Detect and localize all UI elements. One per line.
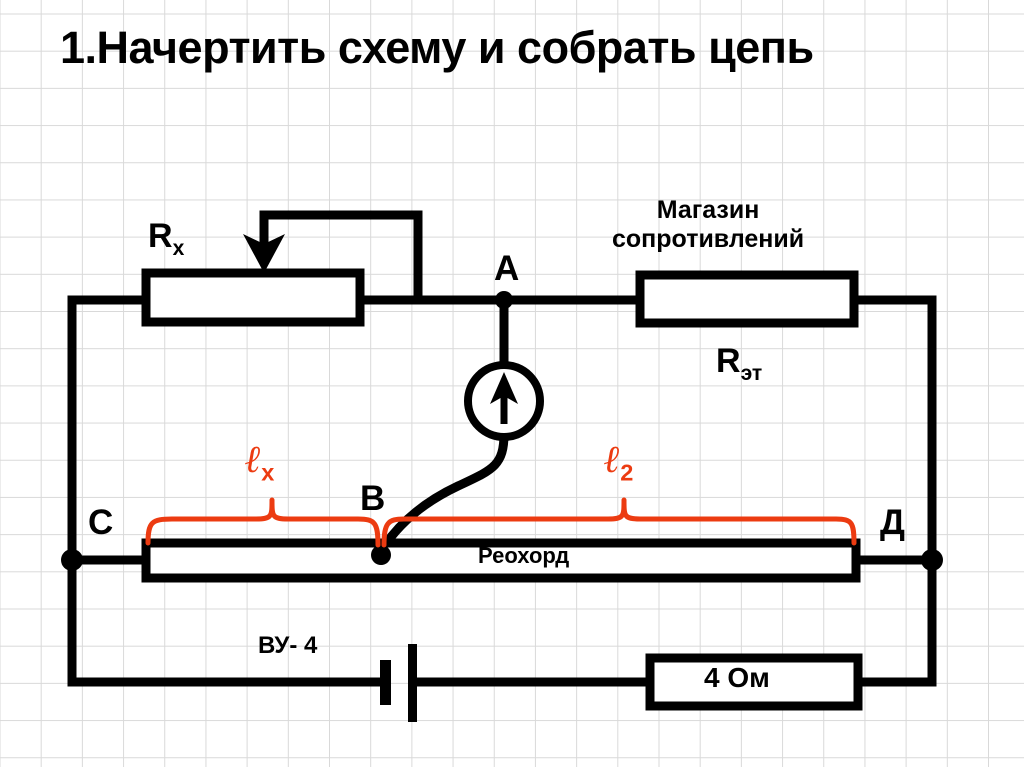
rx-label: Rx [148, 217, 185, 260]
brace-l2 [381, 497, 857, 548]
rheochord-label: Реохорд [478, 543, 570, 568]
rheochord-bar[interactable] [141, 538, 861, 583]
length-2-label: ℓ2 [604, 436, 634, 486]
fixed-resistor-label: 4 Ом [704, 662, 770, 693]
brace-lx [145, 497, 381, 548]
node-label-b: В [360, 479, 386, 518]
node-dot-c [61, 549, 83, 571]
r-et-label: Rэт [716, 342, 763, 385]
length-x-label: ℓx [245, 436, 275, 486]
galvanometer-arrow-up-icon [490, 372, 518, 424]
battery-symbol-icon[interactable] [380, 644, 417, 722]
rx-resistor-box[interactable] [141, 268, 365, 327]
resistance-box[interactable] [635, 270, 859, 328]
page-title: 1.Начертить схему и собрать цепь [60, 22, 814, 73]
brace-group [145, 497, 857, 548]
wire-galvanometer-to-b [376, 429, 509, 556]
node-dot-d [921, 549, 943, 571]
node-label-c: С [88, 503, 114, 542]
node-label-d: Д [880, 503, 905, 542]
fixed-resistor-box[interactable] [645, 653, 863, 711]
power-supply-label: ВУ- 4 [258, 632, 318, 659]
rx-slider-arrow-icon [243, 234, 285, 273]
node-dot-a [495, 291, 513, 309]
node-label-a: А [494, 249, 520, 288]
wire-group [67, 210, 937, 687]
node-dot-b [371, 545, 391, 565]
